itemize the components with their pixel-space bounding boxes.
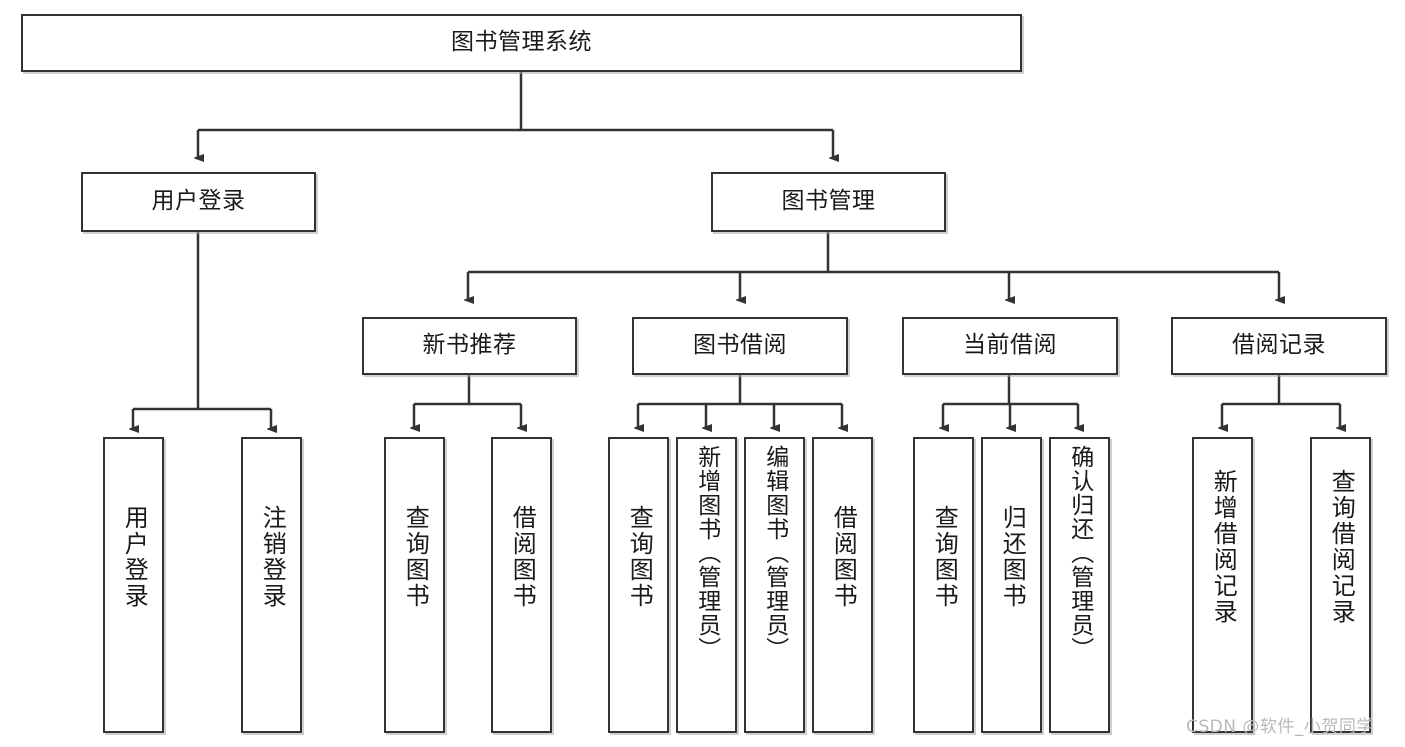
leaf-new-book-borrow-books[interactable]: 借阅图书 [491,437,552,733]
node-label: 用户登录 [120,505,149,609]
node-label: 查询图书 [930,505,959,609]
leaf-borrow-record-add-record[interactable]: 新增借阅记录 [1192,437,1253,733]
node-label: 注销登录 [258,505,287,609]
leaf-current-borrow-query-books[interactable]: 查询图书 [913,437,974,733]
node-label: 查询借阅记录 [1327,469,1356,625]
node-label: 编辑图书（管理员） [761,445,788,661]
node-borrow-record[interactable]: 借阅记录 [1171,317,1387,375]
node-label: 借阅记录 [1232,332,1326,359]
node-label: 归还图书 [998,505,1027,609]
leaf-borrow-record-query-record[interactable]: 查询借阅记录 [1310,437,1371,733]
node-label: 借阅图书 [508,505,537,609]
node-book-borrow[interactable]: 图书借阅 [632,317,848,375]
node-label: 新增图书（管理员） [693,445,720,661]
leaf-book-borrow-borrow-books[interactable]: 借阅图书 [812,437,873,733]
node-current-borrow[interactable]: 当前借阅 [902,317,1118,375]
leaf-user-login-login[interactable]: 用户登录 [103,437,164,733]
node-label: 当前借阅 [963,332,1057,359]
csdn-watermark: CSDN @软件_小贺同学 [1186,717,1374,737]
leaf-book-borrow-edit-book-admin[interactable]: 编辑图书（管理员） [744,437,805,733]
node-user-login[interactable]: 用户登录 [81,172,316,232]
node-label: 借阅图书 [829,505,858,609]
leaf-user-login-logout[interactable]: 注销登录 [241,437,302,733]
leaf-new-book-query-books[interactable]: 查询图书 [384,437,445,733]
node-book-management[interactable]: 图书管理 [711,172,946,232]
node-label: 图书借阅 [693,332,787,359]
leaf-book-borrow-query-books[interactable]: 查询图书 [608,437,669,733]
node-label: 用户登录 [151,188,246,215]
node-root-system[interactable]: 图书管理系统 [21,14,1022,72]
node-label: 查询图书 [625,505,654,609]
node-label: 确认归还（管理员） [1066,445,1093,661]
leaf-book-borrow-add-book-admin[interactable]: 新增图书（管理员） [676,437,737,733]
node-label: 新书推荐 [422,332,517,359]
leaf-current-borrow-return-books[interactable]: 归还图书 [981,437,1042,733]
node-label: 新增借阅记录 [1209,469,1238,625]
node-label: 图书管理 [781,188,876,215]
node-label: 图书管理系统 [451,29,592,56]
node-label: 查询图书 [401,505,430,609]
leaf-current-borrow-confirm-return-admin[interactable]: 确认归还（管理员） [1049,437,1110,733]
node-new-book-recommend[interactable]: 新书推荐 [362,317,577,375]
